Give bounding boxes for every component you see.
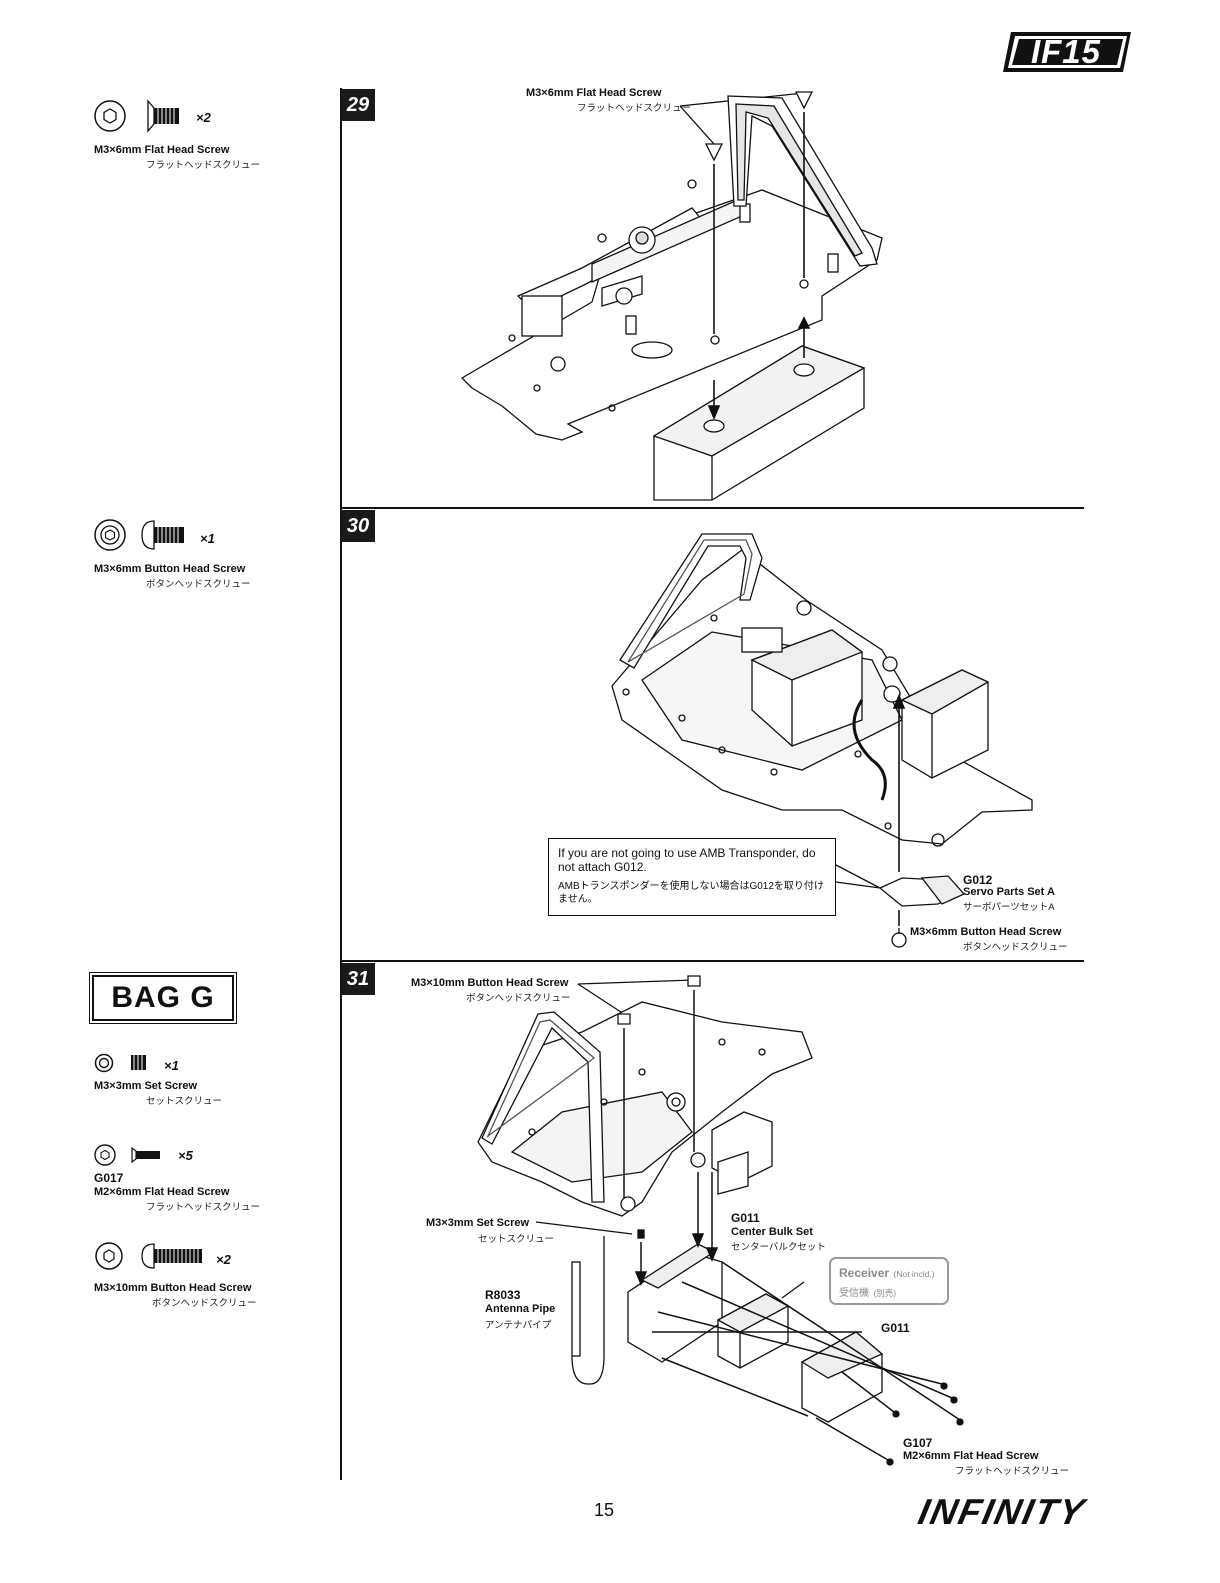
quantity: ×2 <box>196 110 211 125</box>
step29-screw-label-en: M3×6mm Flat Head Screw <box>526 87 662 99</box>
button-head-screw-icon <box>94 519 184 551</box>
sidebar-item-button-screw: ×1 M3×6mm Button Head Screw ボタンヘッドスクリュー <box>94 515 334 595</box>
step-number: 31 <box>341 963 375 995</box>
step30-diagram <box>611 533 1033 948</box>
quantity: ×2 <box>216 1252 231 1267</box>
step-number: 29 <box>341 89 375 121</box>
note-box: If you are not going to use AMB Transpon… <box>548 838 836 916</box>
screw-name-en: M3×3mm Set Screw <box>94 1080 198 1092</box>
antenna-pipe-en: Antenna Pipe <box>485 1303 556 1315</box>
g011-bulk-jp: センターバルクセット <box>731 1242 826 1253</box>
sidebar-item-set-screw: ×1 M3×3mm Set Screw セットスクリュー <box>94 1050 334 1120</box>
r8033-code: R8033 <box>485 1288 521 1302</box>
left-divider <box>340 88 342 1480</box>
bag-label: BAG G <box>111 981 215 1014</box>
bag-label-box: BAG G <box>89 972 237 1024</box>
note-text-jp: AMBトランスポンダーを使用しない場合はG012を取り付けません。 <box>558 881 824 905</box>
g012-name-jp: サーボパーツセットA <box>963 902 1055 913</box>
sidebar-item-flat-screw: ×2 M3×6mm Flat Head Screw フラットヘッドスクリュー <box>94 96 334 176</box>
quantity: ×1 <box>200 531 215 546</box>
receiver-note: (Not incld.) <box>893 1269 935 1279</box>
screw-name-en: M2×6mm Flat Head Screw <box>94 1186 230 1198</box>
screw-name-jp: フラットヘッドスクリュー <box>146 1202 261 1213</box>
part-code: G017 <box>94 1171 124 1185</box>
step-separator <box>340 960 1084 962</box>
quantity: ×1 <box>164 1058 179 1073</box>
step-number: 30 <box>341 510 375 542</box>
g012-code: G012 <box>963 873 993 887</box>
g011-bulk-code: G011 <box>731 1211 760 1225</box>
receiver-label-jp: 受信機 <box>839 1288 869 1299</box>
step29-screw-label-jp: フラットヘッドスクリュー <box>577 103 692 114</box>
step30-screw-en: M3×6mm Button Head Screw <box>910 926 1062 938</box>
receiver-label-en: Receiver <box>839 1266 890 1280</box>
step30-screw-jp: ボタンヘッドスクリュー <box>963 942 1068 953</box>
logo-text: IF15 <box>1030 33 1102 70</box>
screw-name-en: M3×10mm Button Head Screw <box>94 1282 252 1294</box>
flat-head-screw-icon <box>94 99 179 133</box>
antenna-pipe-jp: アンテナパイプ <box>485 1320 552 1331</box>
g107-name-en: M2×6mm Flat Head Screw <box>903 1450 1039 1462</box>
screw-name-jp: ボタンヘッドスクリュー <box>146 579 251 590</box>
screw-name-jp: セットスクリュー <box>146 1096 223 1107</box>
g011-bulk-en: Center Bulk Set <box>731 1226 813 1238</box>
quantity: ×5 <box>178 1148 193 1163</box>
step31-diagram <box>477 975 964 1466</box>
button-head-screw-icon <box>95 1242 202 1270</box>
step31-screw-top-jp: ボタンヘッドスクリュー <box>466 993 571 1004</box>
receiver-callout: Receiver (Not incld.) 受信機 (別売) <box>829 1257 949 1305</box>
note-text-en: If you are not going to use AMB Transpon… <box>558 846 816 874</box>
g107-code: G107 <box>903 1436 933 1450</box>
page-number: 15 <box>593 1500 615 1520</box>
set-screw-icon <box>94 1053 146 1073</box>
set-screw-label-en: M3×3mm Set Screw <box>426 1217 530 1229</box>
step31-screw-top-en: M3×10mm Button Head Screw <box>411 977 569 989</box>
sidebar-item-m3x10-screw: ×2 M3×10mm Button Head Screw ボタンヘッドスクリュー <box>94 1238 334 1318</box>
screw-name-jp: フラットヘッドスクリュー <box>146 160 261 171</box>
g012-name-en: Servo Parts Set A <box>963 886 1055 898</box>
if15-logo: IF15 <box>1003 30 1133 74</box>
g011-label: G011 <box>881 1321 910 1335</box>
g107-name-jp: フラットヘッドスクリュー <box>955 1466 1070 1477</box>
infinity-brand-logo: INFINITY <box>914 1491 1090 1532</box>
step29-diagram <box>460 91 883 501</box>
screw-name-jp: ボタンヘッドスクリュー <box>152 1298 257 1309</box>
screw-name-en: M3×6mm Flat Head Screw <box>94 144 230 156</box>
receiver-note-jp: (別売) <box>873 1288 897 1298</box>
sidebar-item-g017: ×5 G017 M2×6mm Flat Head Screw フラットヘッドスク… <box>94 1142 334 1222</box>
set-screw-label-jp: セットスクリュー <box>478 1234 555 1245</box>
flat-head-screw-icon <box>94 1144 160 1166</box>
step-separator <box>340 507 1084 509</box>
screw-name-en: M3×6mm Button Head Screw <box>94 563 246 575</box>
